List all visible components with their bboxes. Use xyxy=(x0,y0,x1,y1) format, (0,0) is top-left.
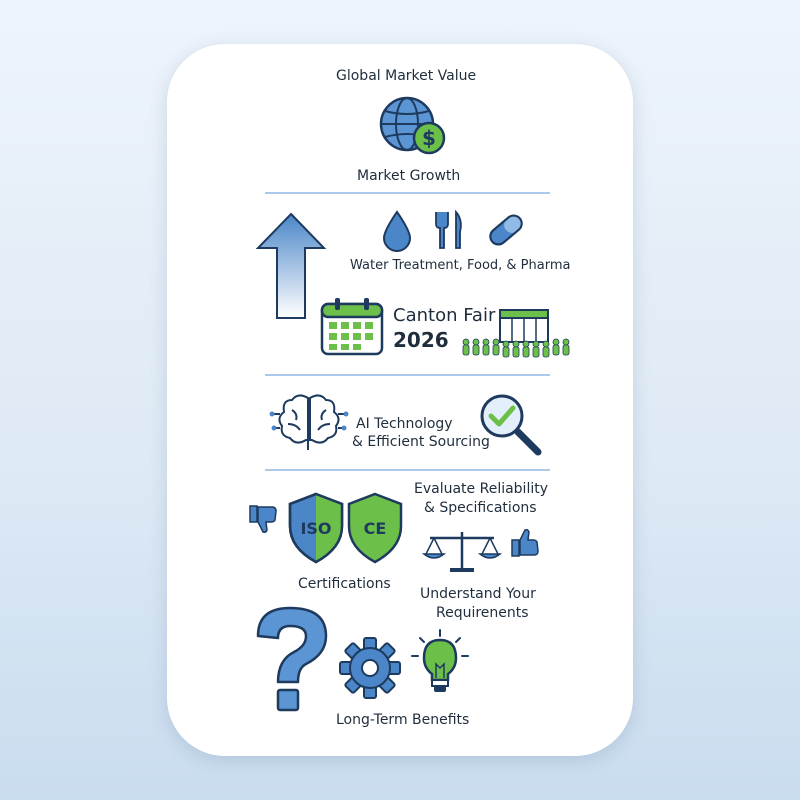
iso-label: ISO xyxy=(300,519,331,538)
evaluate-line1: Evaluate Reliability xyxy=(414,481,549,497)
scales-icon xyxy=(421,532,503,572)
svg-text:$: $ xyxy=(422,126,436,150)
certifications-label: Certifications xyxy=(298,576,391,592)
pill-icon xyxy=(489,214,523,246)
requirements-line2: Requirenents xyxy=(436,605,529,621)
thumbs-down-icon xyxy=(249,505,277,533)
canton-fair-line1: Canton Fair xyxy=(393,305,496,326)
brain-icon xyxy=(269,394,349,450)
gear-icon xyxy=(339,637,401,699)
infographic-card xyxy=(167,44,633,756)
iso-shield-icon: ISO xyxy=(288,492,344,564)
fork-knife-icon xyxy=(435,209,462,249)
divider-2 xyxy=(265,374,550,376)
lightbulb-icon xyxy=(411,629,469,692)
question-mark-icon xyxy=(256,606,328,712)
divider-1 xyxy=(265,192,550,194)
ce-shield-icon: CE xyxy=(347,492,403,564)
crowd-icon xyxy=(462,309,570,358)
market-growth-title: Market Growth xyxy=(357,168,461,184)
magnifier-check-icon xyxy=(480,394,542,456)
up-arrow-icon xyxy=(255,212,327,319)
ce-label: CE xyxy=(364,519,387,538)
divider-3 xyxy=(265,469,550,471)
ai-line2: & Efficient Sourcing xyxy=(352,434,490,450)
ai-line1: AI Technology xyxy=(356,416,453,432)
benefits-label: Long-Term Benefits xyxy=(336,712,470,728)
requirements-line1: Understand Your xyxy=(420,586,536,602)
calendar-icon xyxy=(320,298,384,356)
market-value-title: Global Market Value xyxy=(336,68,477,84)
water-drop-icon xyxy=(382,210,412,252)
evaluate-line2: & Specifications xyxy=(424,500,537,516)
canton-fair-line2: 2026 xyxy=(393,328,449,352)
globe-dollar-icon: $ xyxy=(379,96,446,155)
applications-label: Water Treatment, Food, & Pharma xyxy=(350,258,571,273)
thumbs-up-icon xyxy=(511,529,539,557)
